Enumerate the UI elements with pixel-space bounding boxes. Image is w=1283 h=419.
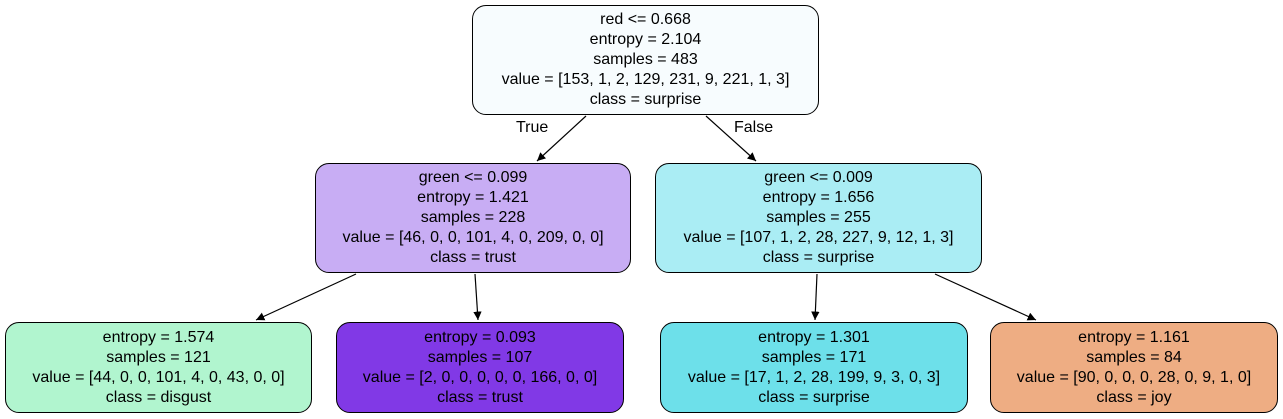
node-value: value = [107, 1, 2, 28, 227, 9, 12, 1, 3… — [683, 229, 954, 246]
node-entropy: entropy = 0.093 — [424, 328, 536, 346]
node-class: class = surprise — [758, 388, 870, 406]
node-value: value = [46, 0, 0, 101, 4, 0, 209, 0, 0] — [342, 229, 604, 246]
node-samples: samples = 84 — [1086, 348, 1182, 366]
node-value: value = [44, 0, 0, 101, 4, 0, 43, 0, 0] — [32, 368, 285, 386]
node-value: value = [2, 0, 0, 0, 0, 0, 166, 0, 0] — [362, 368, 598, 386]
tree-node-left: green <= 0.099 entropy = 1.421 samples =… — [315, 163, 631, 273]
node-class: class = trust — [437, 388, 523, 406]
edge-label-true: True — [516, 119, 549, 136]
node-value: value = [90, 0, 0, 0, 28, 0, 9, 1, 0] — [1016, 368, 1252, 386]
edge-right-to-rightright — [934, 273, 1037, 321]
node-entropy: entropy = 1.656 — [762, 189, 875, 206]
node-entropy: entropy = 1.574 — [102, 328, 215, 346]
node-samples: samples = 171 — [761, 348, 867, 366]
node-class: class = joy — [1096, 388, 1172, 406]
edge-root-to-left — [536, 115, 587, 162]
node-samples: samples = 107 — [427, 348, 533, 366]
node-samples: samples = 121 — [106, 348, 211, 366]
edge-label-false: False — [734, 119, 774, 136]
tree-leaf-right-right: entropy = 1.161 samples = 84 value = [90… — [990, 322, 1278, 413]
node-class: class = disgust — [105, 388, 212, 406]
edge-left-to-leftright — [473, 273, 482, 321]
tree-leaf-left-right: entropy = 0.093 samples = 107 value = [2… — [336, 322, 624, 413]
tree-leaf-left-left: entropy = 1.574 samples = 121 value = [4… — [5, 322, 312, 413]
node-entropy: entropy = 1.421 — [417, 189, 529, 206]
edge-left-to-leftleft — [255, 273, 357, 321]
node-class: class = trust — [430, 249, 516, 266]
edge-root-to-right — [705, 115, 757, 162]
node-split-rule: green <= 0.099 — [418, 169, 528, 186]
node-entropy: entropy = 2.104 — [589, 31, 702, 48]
edge-right-to-rightleft — [811, 273, 820, 321]
node-entropy: entropy = 1.161 — [1078, 328, 1190, 346]
node-samples: samples = 255 — [766, 209, 871, 226]
node-split-rule: red <= 0.668 — [600, 11, 691, 28]
node-split-rule: green <= 0.009 — [764, 169, 873, 186]
node-samples: samples = 483 — [593, 51, 698, 68]
tree-node-right: green <= 0.009 entropy = 1.656 samples =… — [655, 163, 982, 273]
node-samples: samples = 228 — [420, 209, 526, 226]
tree-node-root: red <= 0.668 entropy = 2.104 samples = 4… — [472, 5, 819, 115]
node-value: value = [153, 1, 2, 129, 231, 9, 221, 1,… — [501, 71, 790, 88]
node-entropy: entropy = 1.301 — [758, 328, 870, 346]
tree-leaf-right-left: entropy = 1.301 samples = 171 value = [1… — [660, 322, 968, 413]
node-class: class = surprise — [589, 91, 702, 108]
node-value: value = [17, 1, 2, 28, 199, 9, 3, 0, 3] — [687, 368, 941, 386]
node-class: class = surprise — [762, 249, 875, 266]
